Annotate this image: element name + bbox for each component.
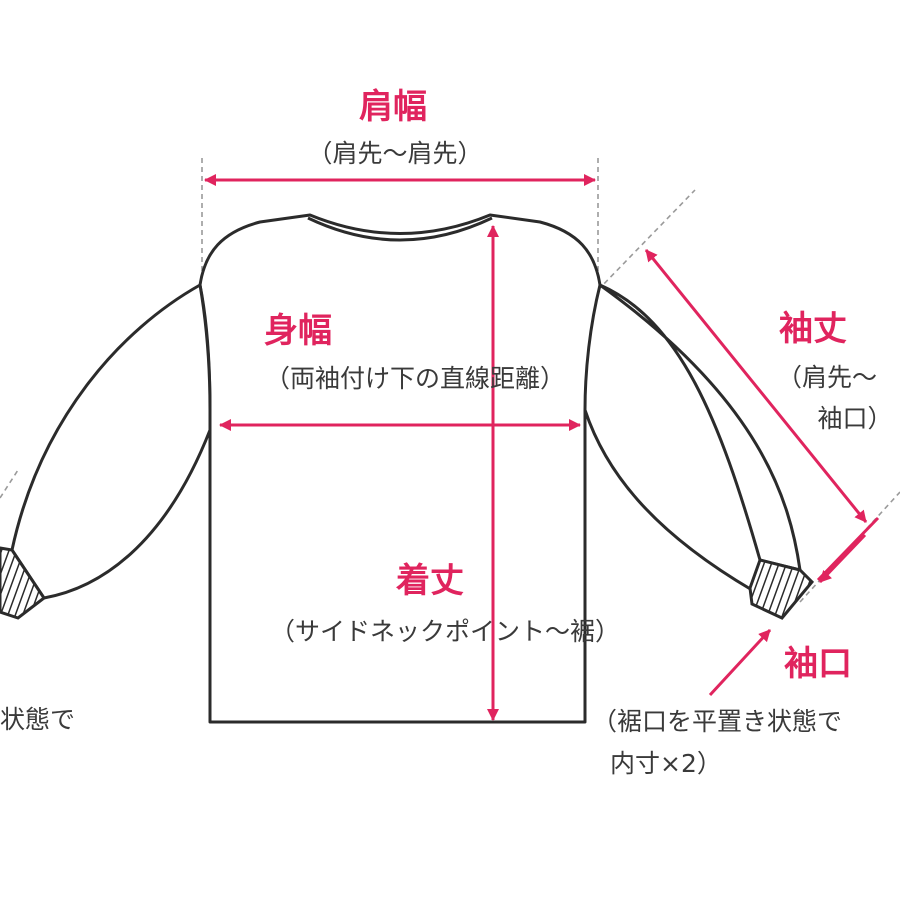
cuff-title: 袖口 — [784, 644, 852, 684]
left-edge-guide — [0, 469, 19, 499]
cuff-end-arrow — [818, 533, 867, 584]
right-cuff — [748, 558, 815, 620]
cuffs — [0, 546, 815, 620]
neckband — [307, 216, 493, 242]
left-clipped-note: 状態で — [0, 705, 75, 734]
sleeve-length-note-line2: 袖口） — [817, 404, 892, 433]
right-sleeve-inner-edge — [583, 409, 753, 592]
cuff-pointer-arrow — [708, 628, 772, 697]
cuff-note-line1: （裾口を平置き状態で — [592, 707, 842, 736]
right-sleeve — [598, 283, 802, 572]
sleeve-top-guide — [597, 189, 696, 291]
sleeve-length-arrow — [644, 249, 868, 523]
body-width-title: 身幅 — [264, 311, 332, 351]
length-title: 着丈 — [395, 561, 464, 601]
left-sleeve — [10, 283, 212, 600]
labels: 肩幅 （肩先～肩先） 身幅 （両袖付け下の直線距離） 着丈 （サイドネックポイン… — [0, 87, 893, 778]
left-cuff — [0, 546, 47, 620]
cuff-note-line2: 内寸×2） — [610, 749, 722, 778]
shoulder-width-note: （肩先～肩先） — [307, 139, 482, 168]
sleeve-length-title: 袖丈 — [779, 309, 847, 349]
shoulder-width-title: 肩幅 — [359, 87, 427, 127]
cuff-diagonal-line — [816, 516, 880, 582]
length-note: （サイドネックポイント～裾） — [270, 617, 620, 646]
body-width-note: （両袖付け下の直線距離） — [265, 364, 565, 393]
measurement-arrows — [204, 174, 880, 721]
sleeve-length-note-line1: （肩先～ — [777, 363, 877, 392]
